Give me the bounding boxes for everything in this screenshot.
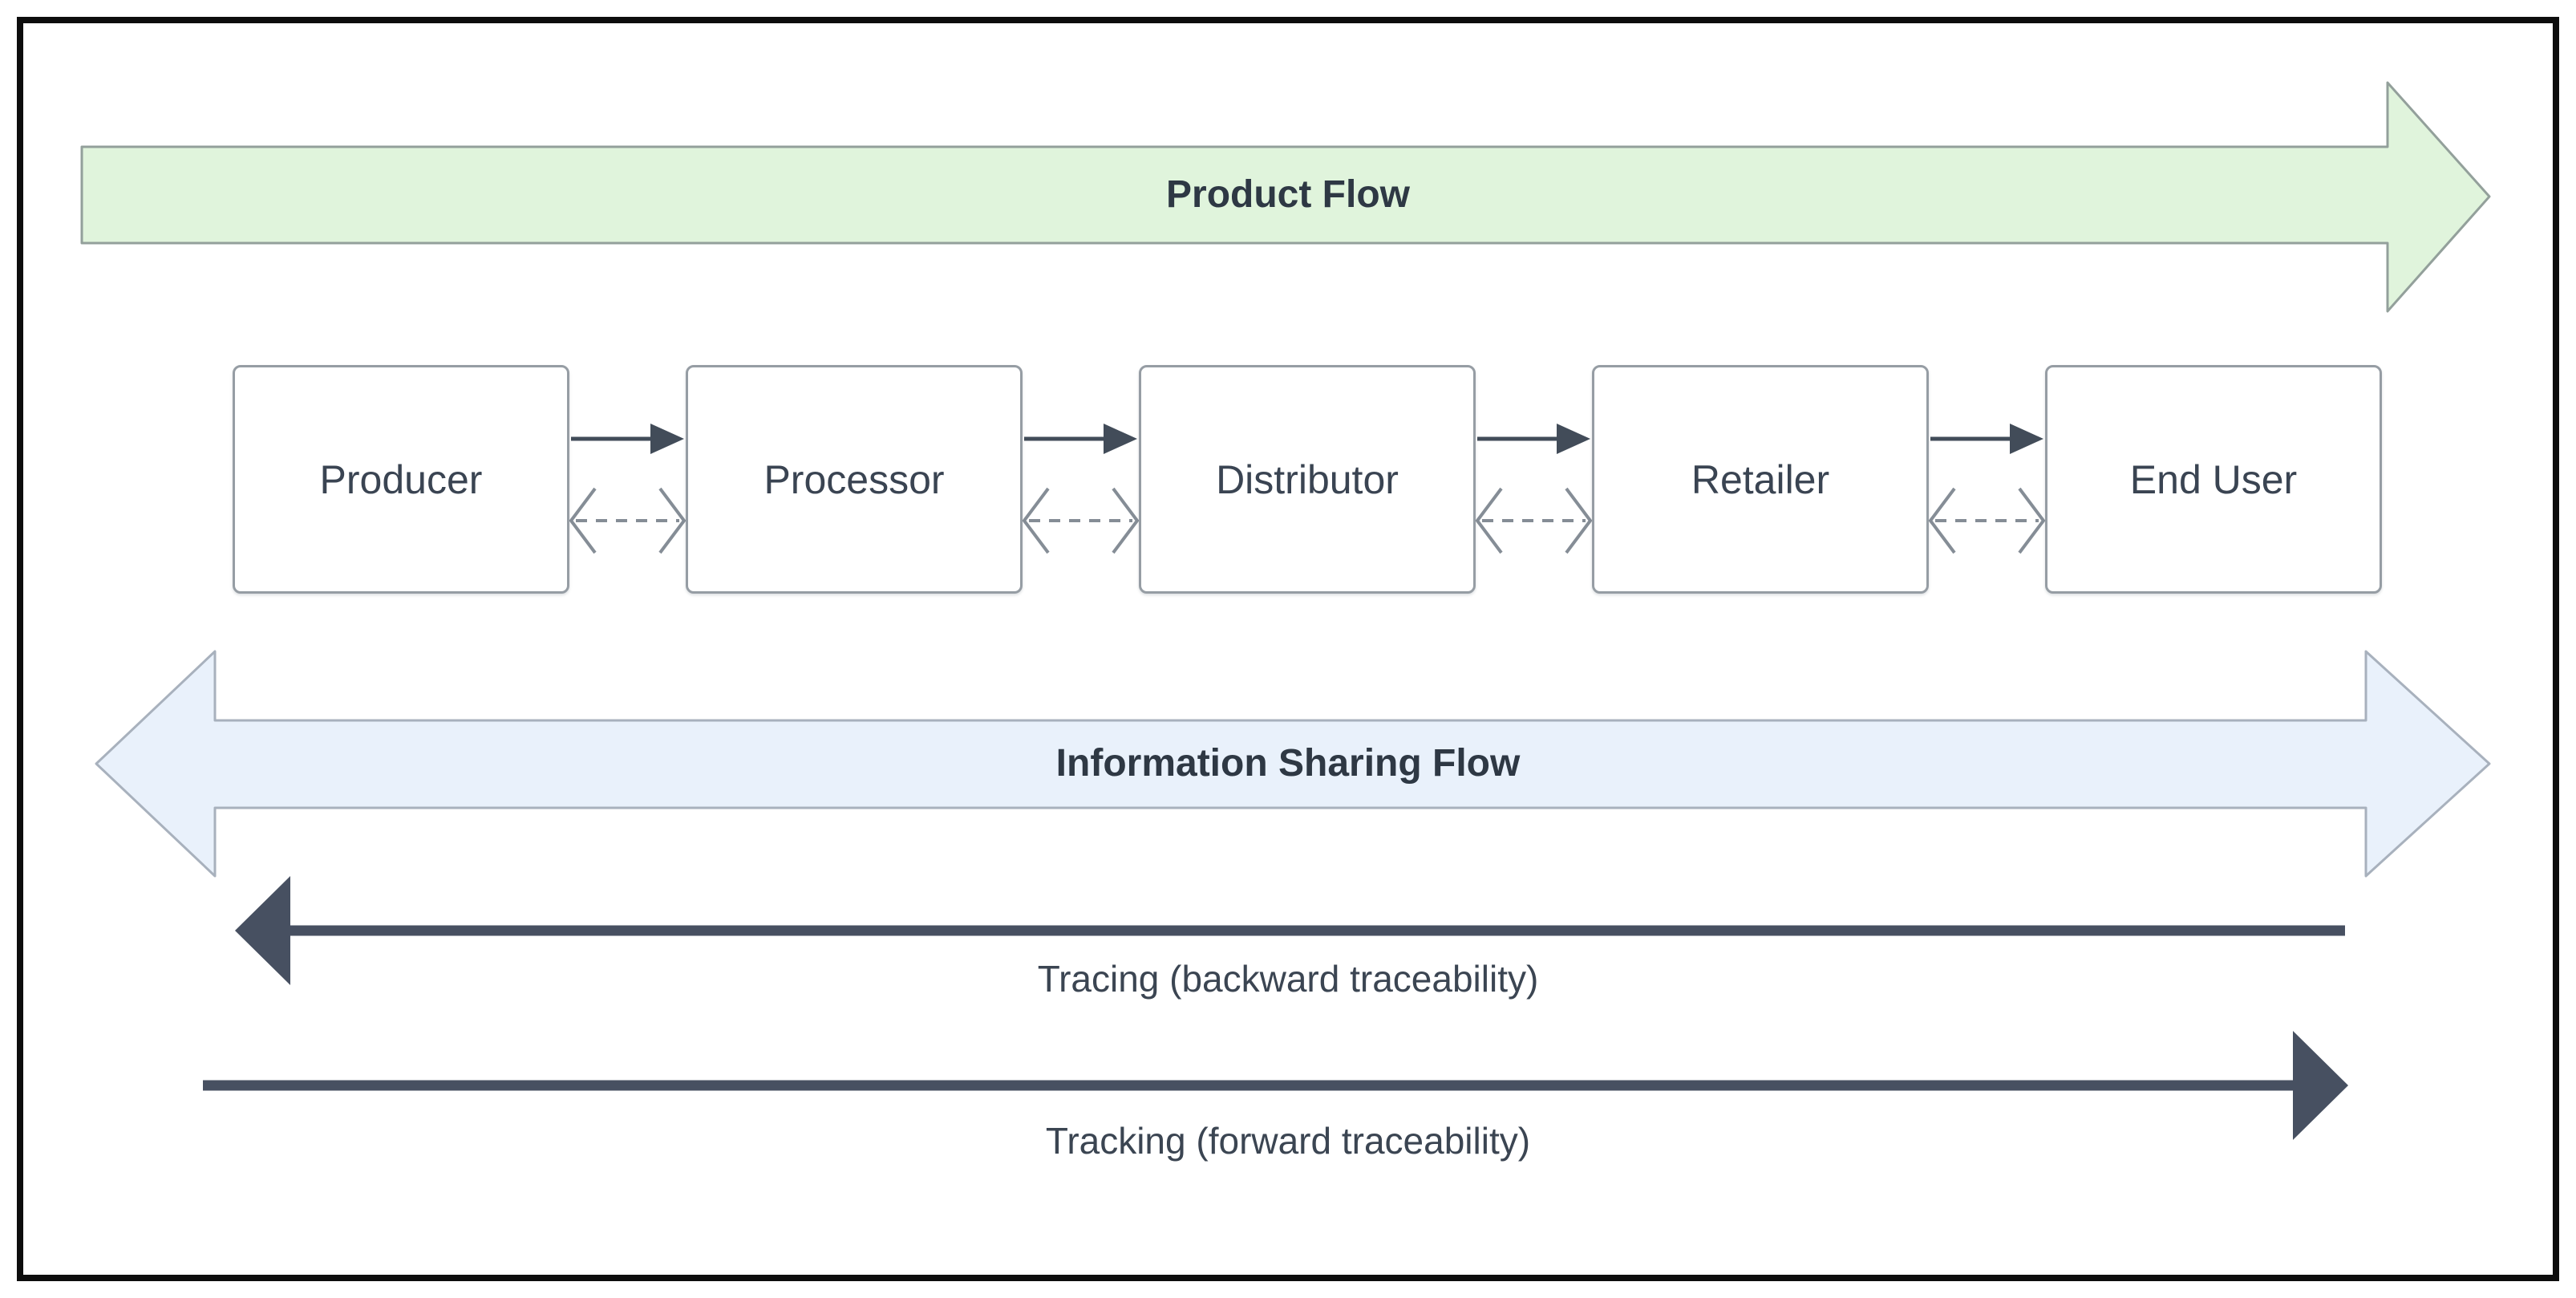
dashed-double-arrow-producer-processor <box>569 487 687 554</box>
forward-arrow-processor-distributor <box>1024 424 1137 454</box>
node-end-user: End User <box>2045 365 2382 594</box>
forward-arrow-retailer-enduser <box>1930 424 2043 454</box>
forward-arrow-producer-processor <box>571 424 684 454</box>
node-retailer: Retailer <box>1592 365 1929 594</box>
node-producer: Producer <box>233 365 569 594</box>
dashed-double-arrow-distributor-retailer <box>1475 487 1593 554</box>
node-distributor: Distributor <box>1139 365 1476 594</box>
dashed-double-arrow-processor-distributor <box>1022 487 1140 554</box>
node-processor: Processor <box>686 365 1023 594</box>
product-flow-arrow <box>80 81 2491 313</box>
tracking-label: Tracking (forward traceability) <box>1045 1120 1531 1162</box>
forward-arrow-distributor-retailer <box>1477 424 1590 454</box>
tracing-arrow <box>235 876 2345 985</box>
information-sharing-flow-arrow <box>95 650 2491 878</box>
product-flow-label: Product Flow <box>1166 173 1410 216</box>
tracking-arrow <box>203 1031 2348 1140</box>
dashed-double-arrow-retailer-enduser <box>1928 487 2046 554</box>
tracing-label: Tracing (backward traceability) <box>1037 958 1539 1000</box>
information-sharing-flow-label: Information Sharing Flow <box>1055 742 1521 785</box>
